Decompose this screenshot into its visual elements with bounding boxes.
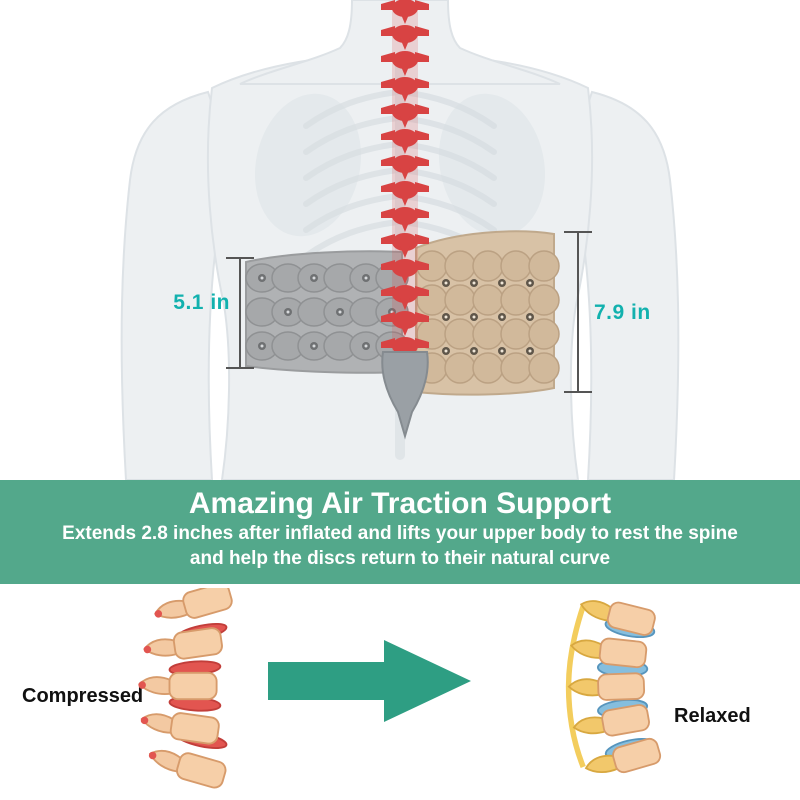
relaxed-vertebrae — [567, 592, 664, 784]
measurement-bracket-left — [226, 257, 254, 369]
belt-rivets-left — [258, 274, 396, 350]
relaxed-spine-illustration — [565, 592, 664, 784]
belt-rivets-right — [442, 279, 534, 355]
back-illustration — [120, 0, 680, 480]
right-arrow-icon — [268, 640, 471, 722]
measurement-inflated: 7.9 in — [594, 301, 651, 324]
banner: Amazing Air Traction Support Extends 2.8… — [0, 480, 800, 584]
measurement-deflated: 5.1 in — [173, 291, 230, 314]
compressed-label: Compressed — [22, 685, 144, 707]
spine-highlight — [381, 0, 429, 440]
belt-inflated — [415, 230, 560, 396]
sacrum — [381, 351, 429, 440]
compressed-vertebrae — [137, 588, 235, 791]
compressed-spine-illustration — [137, 588, 235, 791]
banner-subtitle-line2: and help the discs return to their natur… — [189, 548, 611, 570]
banner-subtitle-line1: Extends 2.8 inches after inflated and li… — [62, 523, 738, 544]
banner-title: Amazing Air Traction Support — [188, 487, 612, 520]
belt-deflated — [245, 250, 409, 374]
relaxed-label: Relaxed — [674, 705, 751, 727]
measurement-bracket-right — [564, 231, 592, 393]
